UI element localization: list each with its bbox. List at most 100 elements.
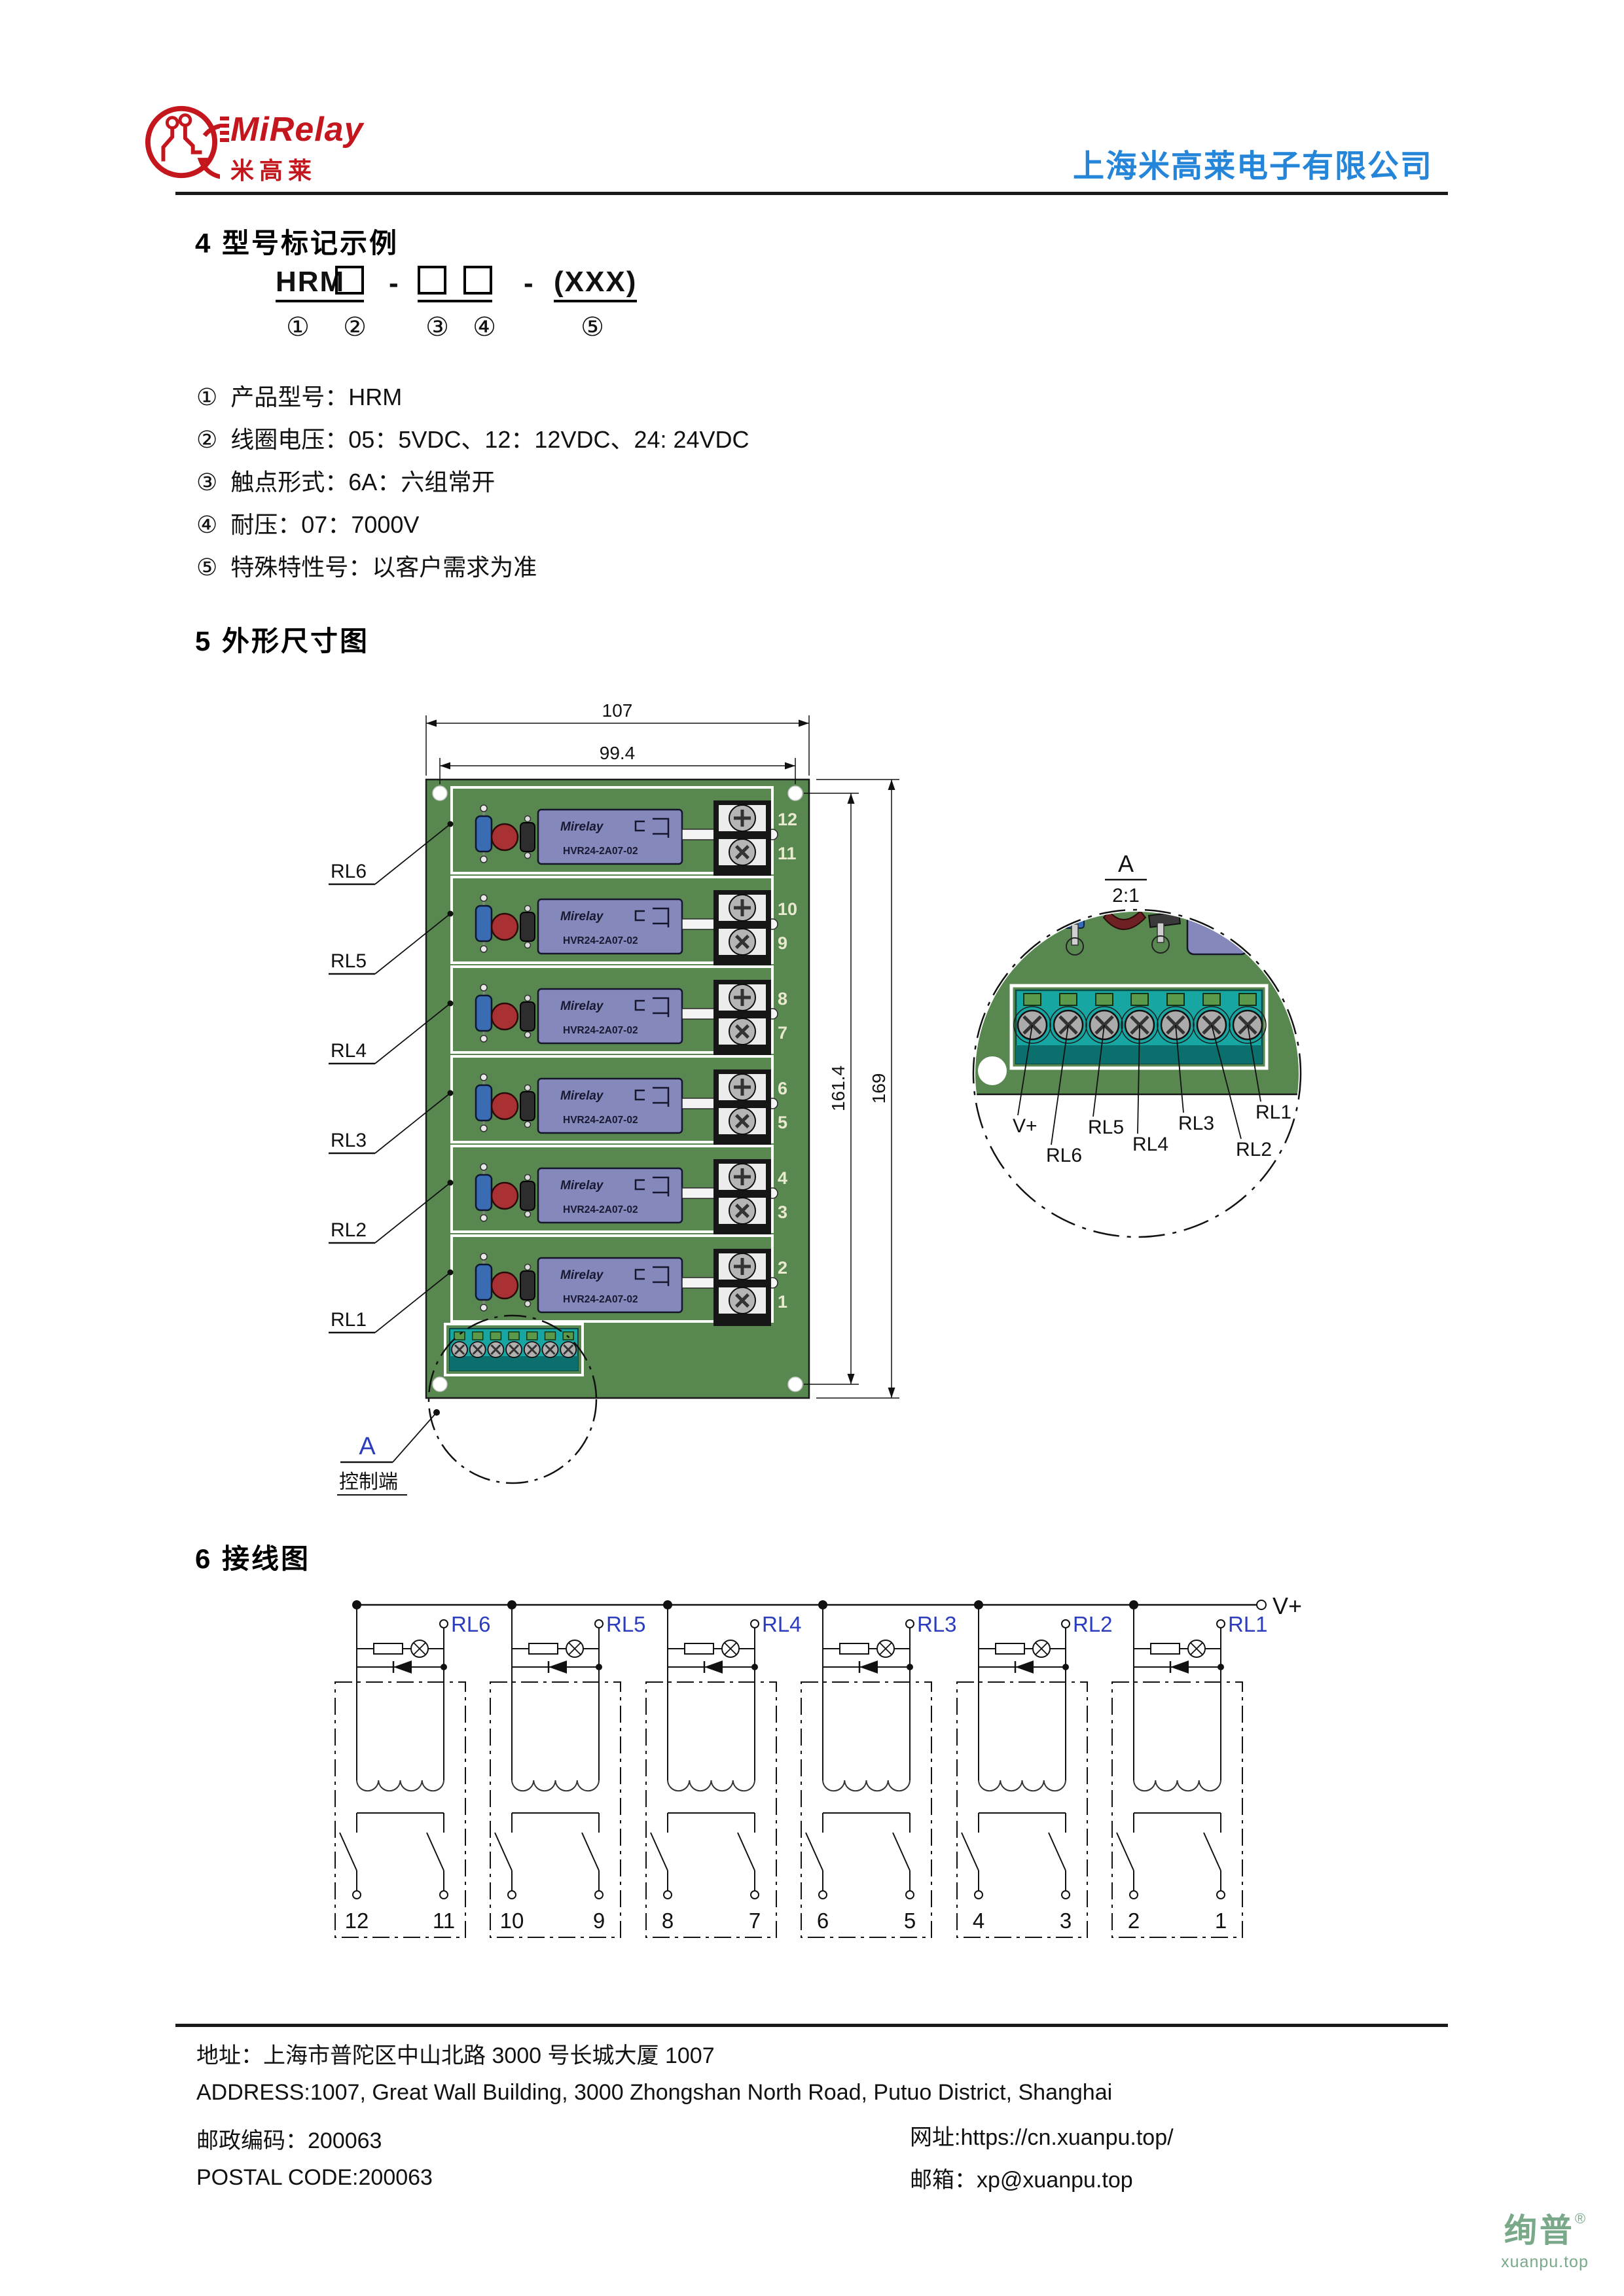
svg-text:2:1: 2:1 — [1112, 885, 1140, 906]
svg-text:9: 9 — [593, 1909, 605, 1933]
svg-text:Mirelay: Mirelay — [560, 1089, 604, 1103]
spec-item-number: ⑤ — [196, 554, 218, 581]
svg-text:V+: V+ — [1013, 1115, 1038, 1137]
svg-text:Mirelay: Mirelay — [560, 1268, 604, 1282]
svg-text:RL4: RL4 — [1132, 1134, 1168, 1155]
model-suffix-text: (XXX) — [554, 266, 638, 298]
svg-text:RL6: RL6 — [331, 861, 367, 882]
svg-text:3: 3 — [1060, 1909, 1072, 1933]
registered-mark-icon: ® — [1574, 2210, 1586, 2227]
svg-text:RL3: RL3 — [331, 1130, 367, 1151]
logo-chinese-name: 米高莱 — [230, 157, 317, 184]
svg-text:1: 1 — [778, 1292, 787, 1312]
spec-item-text: 特殊特性号：以客户需求为准 — [230, 554, 537, 581]
model-blank-box — [335, 266, 364, 295]
model-circled-number: ⑤ — [581, 313, 604, 342]
board-relay-label: RL3 — [329, 1090, 454, 1155]
model-blank-box — [463, 266, 492, 295]
model-circled-number: ③ — [425, 313, 449, 342]
svg-text:RL5: RL5 — [1088, 1117, 1124, 1138]
spec-item-text: 触点形式：6A：六组常开 — [230, 469, 496, 495]
logo-stripes-icon — [220, 117, 229, 143]
svg-text:8: 8 — [778, 989, 787, 1009]
model-dash1: - — [389, 267, 399, 299]
svg-text:6: 6 — [817, 1909, 829, 1933]
svg-text:2: 2 — [778, 1258, 787, 1278]
pcb-outline-drawing: MirelayHVR24-2A07-021211RL6MirelayHVR24-… — [329, 700, 899, 1399]
svg-text:HVR24-2A07-02: HVR24-2A07-02 — [563, 1115, 638, 1126]
xuanpu-brand-logo[interactable]: 绚普® xuanpu.top — [1486, 2204, 1604, 2272]
wiring-unit: RL2 4 3 — [956, 1600, 1113, 1938]
svg-text:12: 12 — [345, 1909, 369, 1933]
svg-text:HVR24-2A07-02: HVR24-2A07-02 — [563, 1204, 638, 1215]
logo-wordmark: MiRelay — [230, 111, 364, 149]
section4-heading: 4 型号标记示例 — [195, 228, 399, 259]
model-circled-number: ④ — [473, 313, 496, 342]
model-circled-number: ① — [286, 313, 310, 342]
svg-text:RL3: RL3 — [917, 1612, 957, 1636]
section6-heading: 6 接线图 — [195, 1543, 311, 1574]
model-field-contact-withstand — [418, 266, 492, 302]
spec-item-number: ③ — [196, 469, 218, 495]
svg-text:11: 11 — [433, 1909, 455, 1933]
board-relay-label: RL2 — [329, 1179, 454, 1244]
svg-text:1: 1 — [1215, 1909, 1227, 1933]
svg-text:11: 11 — [778, 844, 797, 863]
svg-text:10: 10 — [778, 899, 797, 919]
svg-text:RL4: RL4 — [331, 1040, 367, 1062]
svg-text:5: 5 — [904, 1909, 916, 1933]
spec-item-number: ④ — [196, 511, 218, 538]
company-name: 上海米高莱电子有限公司 — [1072, 149, 1433, 184]
footer-email-link[interactable]: 邮箱：xp@xuanpu.top — [910, 2168, 1133, 2193]
mirelay-logo-icon — [145, 105, 220, 179]
svg-text:2: 2 — [1128, 1909, 1140, 1933]
svg-text:HVR24-2A07-02: HVR24-2A07-02 — [563, 846, 638, 857]
spec-item: ③ 触点形式：6A：六组常开 — [196, 463, 495, 497]
svg-text:RL2: RL2 — [331, 1219, 367, 1241]
footer-website-link[interactable]: 网址:https://cn.xuanpu.top/ — [910, 2125, 1174, 2150]
svg-text:RL2: RL2 — [1073, 1612, 1113, 1636]
footer-postal-cn: 邮政编码：200063 — [196, 2128, 382, 2153]
board-relay-label: RL6 — [329, 821, 454, 886]
spec-item-text: 线圈电压：05：5VDC、12：12VDC、24: 24VDC — [230, 426, 749, 453]
model-blank-box — [418, 266, 446, 295]
model-suffix: (XXX) — [554, 266, 638, 302]
footer-postal-en: POSTAL CODE:200063 — [196, 2165, 433, 2190]
svg-text:4: 4 — [973, 1909, 984, 1933]
svg-text:6: 6 — [778, 1079, 787, 1098]
svg-text:V+: V+ — [1272, 1592, 1302, 1619]
svg-text:5: 5 — [778, 1113, 787, 1132]
header-divider — [175, 192, 1448, 195]
spec-item-text: 产品型号：HRM — [230, 384, 403, 410]
svg-text:HVR24-2A07-02: HVR24-2A07-02 — [563, 935, 638, 946]
model-circled-number: ② — [343, 313, 367, 342]
svg-text:A: A — [359, 1433, 376, 1460]
section5-heading: 5 外形尺寸图 — [195, 626, 370, 656]
spec-item-number: ① — [196, 384, 218, 410]
svg-text:Mirelay: Mirelay — [560, 910, 604, 924]
svg-text:161.4: 161.4 — [828, 1066, 848, 1111]
svg-text:9: 9 — [778, 933, 787, 953]
svg-text:RL1: RL1 — [331, 1309, 367, 1331]
svg-text:RL5: RL5 — [606, 1612, 646, 1636]
svg-text:169: 169 — [869, 1073, 889, 1104]
footer-address-en: ADDRESS:1007, Great Wall Building, 3000 … — [196, 2080, 1113, 2105]
svg-text:Mirelay: Mirelay — [560, 1179, 604, 1193]
board-relay-label: RL1 — [329, 1269, 454, 1334]
svg-text:RL4: RL4 — [762, 1612, 802, 1636]
svg-text:RL6: RL6 — [451, 1612, 491, 1636]
svg-text:99.4: 99.4 — [600, 743, 636, 763]
svg-text:7: 7 — [778, 1023, 787, 1043]
brand-name: 绚普 — [1504, 2212, 1575, 2249]
model-field-coil-voltage — [335, 266, 364, 302]
